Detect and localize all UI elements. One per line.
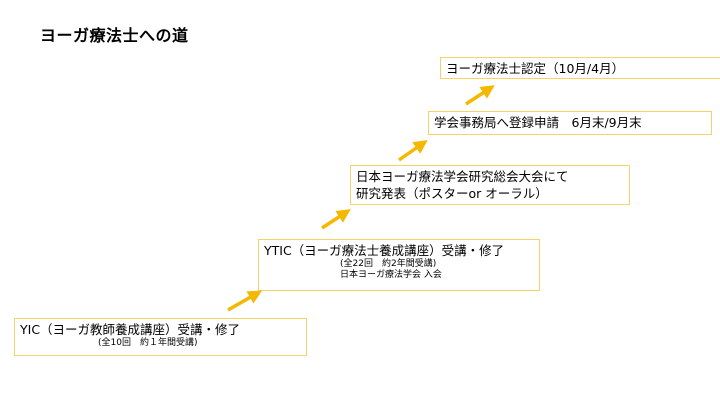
step-research-label: 日本ヨーガ療法学会研究総会大会にて xyxy=(356,169,569,184)
step-research-presentation: 日本ヨーガ療法学会研究総会大会にて 研究発表（ポスターor オーラル） xyxy=(350,165,630,205)
step-certification-label: ヨーガ療法士認定（10月/4月） xyxy=(446,61,625,76)
step-yic: YIC（ヨーガ教師養成講座）受講・修了 (全10回 約１年間受講) xyxy=(14,318,307,356)
arrow-up-right-icon xyxy=(321,209,351,230)
arrow-up-right-icon xyxy=(398,140,428,162)
step-yic-label: YIC（ヨーガ教師養成講座）受講・修了 xyxy=(20,322,241,337)
step-ytic-note: (全22回 約2年間受講) xyxy=(340,259,437,269)
step-yic-note: (全10回 約１年間受講) xyxy=(98,338,198,348)
step-ytic-membership: 日本ヨーガ療法学会 入会 xyxy=(340,270,442,280)
step-ytic: YTIC（ヨーガ療法士養成講座）受講・修了 (全22回 約2年間受講) 日本ヨー… xyxy=(258,239,540,291)
step-certification: ヨーガ療法士認定（10月/4月） xyxy=(440,57,720,79)
step-research-label-2: 研究発表（ポスターor オーラル） xyxy=(356,186,548,201)
step-registration-label: 学会事務局へ登録申請 6月末/9月末 xyxy=(434,115,642,130)
step-registration: 学会事務局へ登録申請 6月末/9月末 xyxy=(428,111,712,135)
arrow-up-right-icon xyxy=(465,85,495,106)
arrow-up-right-icon xyxy=(227,290,263,312)
page-title: ヨーガ療法士への道 xyxy=(40,26,189,45)
step-ytic-label: YTIC（ヨーガ療法士養成講座）受講・修了 xyxy=(264,243,505,258)
